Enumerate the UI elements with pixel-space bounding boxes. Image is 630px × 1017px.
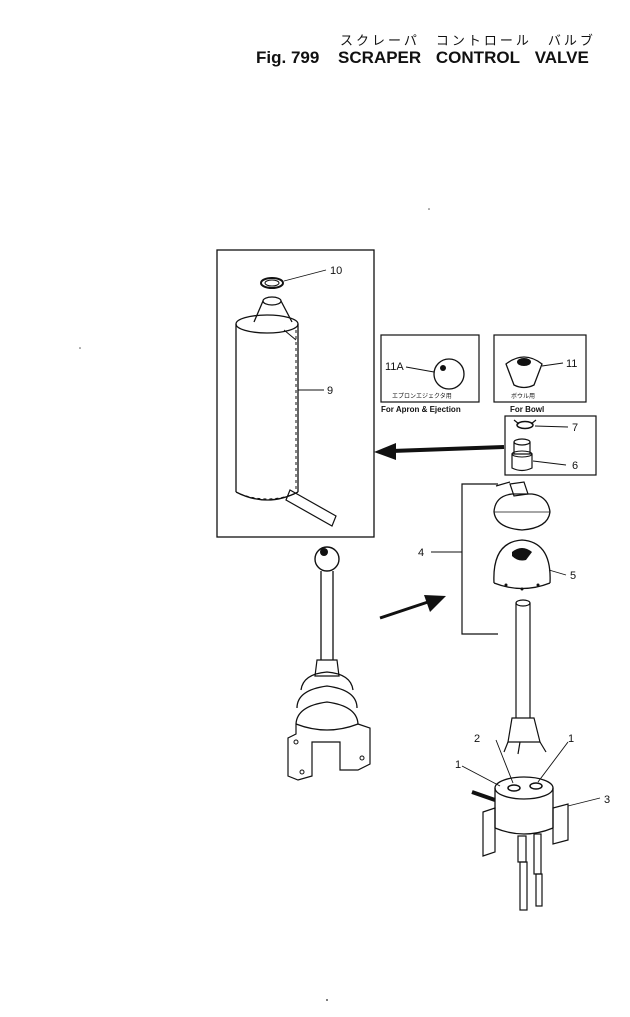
title-word-control: CONTROL: [435, 48, 520, 67]
title-word-scraper: SCRAPER: [338, 48, 422, 67]
knob-11-box: [493, 334, 587, 403]
part-6-nut: [511, 438, 533, 472]
apron-knob-japanese-label: エプロンエジェクタ用: [392, 392, 452, 400]
figure-title: Fig. 799 SCRAPER CONTROL VALVE: [256, 48, 589, 68]
callout-6: 6: [572, 460, 578, 472]
callout-5: 5: [570, 570, 576, 582]
parts-6-7-box: [504, 415, 597, 476]
callout-7: 7: [572, 422, 578, 434]
apron-knob-caption: For Apron & Ejection: [381, 405, 461, 414]
part-7-clip: [513, 419, 537, 430]
boot-detail-box: [216, 249, 375, 538]
title-word-valve: VALVE: [534, 48, 589, 67]
callout-1-left: 1: [455, 759, 461, 771]
arrow-to-exploded-view: [379, 595, 446, 620]
callout-1-right: 1: [568, 733, 574, 745]
callout-2: 2: [474, 733, 480, 745]
arrow-to-boot: [374, 443, 505, 460]
lever-rod: [503, 599, 547, 755]
assembled-control-lever: [287, 546, 371, 781]
part-10-ring: [260, 277, 284, 289]
part-5-cover: [493, 539, 567, 591]
title-japanese: スクレーパ コントロール バルブ: [340, 34, 596, 49]
callout-3: 3: [604, 794, 610, 806]
callout-9: 9: [327, 385, 333, 397]
knob-11a-box: [380, 334, 480, 403]
callout-11a: 11A: [385, 361, 404, 373]
bowl-knob-caption: For Bowl: [510, 405, 544, 414]
lever-assembly-bracket: [431, 483, 498, 635]
figure-number: Fig. 799: [256, 48, 320, 67]
callout-4: 4: [418, 547, 424, 559]
upper-cover: [493, 481, 551, 531]
callout-11: 11: [566, 358, 577, 370]
control-valve-body: [461, 739, 601, 911]
callout-10: 10: [330, 265, 342, 277]
bowl-knob-japanese-label: ボウル用: [511, 392, 535, 400]
part-9-boot: [235, 296, 337, 527]
